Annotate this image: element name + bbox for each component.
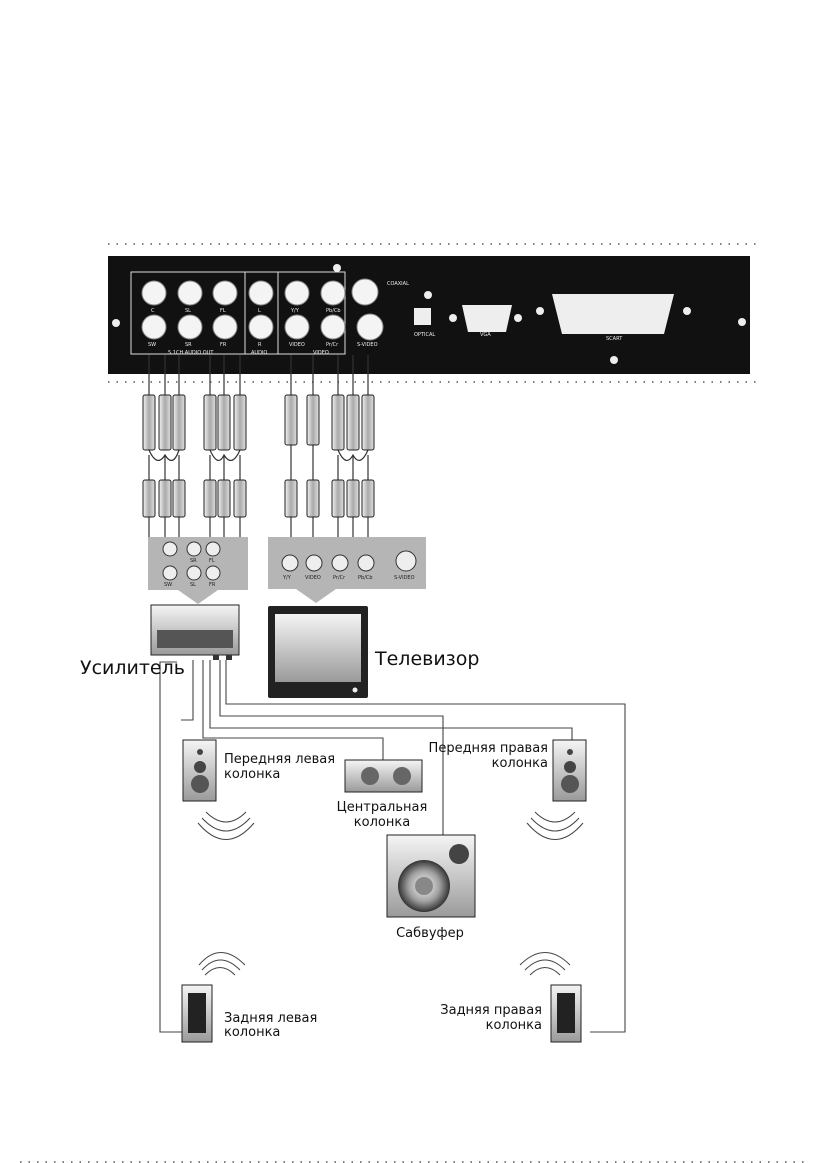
amp-in-fl: FL <box>209 558 215 564</box>
jack-label-prcr: Pr/Cr <box>326 342 338 348</box>
jack-label-svideo: S-VIDEO <box>357 342 378 348</box>
subwoofer-label: Сабвуфер <box>380 926 480 941</box>
group-label-51ch: 5.1CH AUDIO OUT <box>168 350 213 356</box>
amp-in-sl: SL <box>190 582 196 588</box>
front-right-label-1: Передняя правая <box>420 741 548 756</box>
jack-label-l: L <box>258 308 261 314</box>
amplifier-label: Усилитель <box>80 657 185 679</box>
jack-label-sw: SW <box>148 342 156 348</box>
jack-label-r: R <box>258 342 261 348</box>
front-left-label-2: колонка <box>224 767 280 782</box>
amp-in-sr: SR <box>190 558 197 564</box>
amp-in-fr: FR <box>209 582 215 588</box>
center-speaker <box>345 760 422 792</box>
tv-in-pbcb: Pb/Cb <box>358 575 373 581</box>
group-label-video: VIDEO <box>313 350 329 356</box>
jack-label-fl: FL <box>220 308 226 314</box>
center-label-2: колонка <box>322 815 442 830</box>
tv-in-prcr: Pr/Cr <box>333 575 345 581</box>
rear-left-label-2: колонка <box>224 1025 280 1040</box>
jack-label-video: VIDEO <box>289 342 305 348</box>
rca-plugs-upper <box>143 395 374 450</box>
television-device <box>268 606 368 698</box>
rear-right-label-1: Задняя правая <box>410 1003 542 1018</box>
scart-label: SCART <box>606 336 622 342</box>
amp-in-sw: SW <box>164 582 172 588</box>
front-right-label-2: колонка <box>420 756 548 771</box>
rear-right-label-2: колонка <box>410 1018 542 1033</box>
tv-input-panel <box>268 537 426 603</box>
vga-label: VGA <box>480 332 491 338</box>
jack-label-y: Y/Y <box>291 308 299 314</box>
jack-label-sl: SL <box>185 308 191 314</box>
amplifier-input-panel <box>148 537 248 604</box>
player-back-panel <box>108 256 750 374</box>
amplifier-device <box>151 605 239 660</box>
coaxial-label: COAXIAL <box>387 281 409 287</box>
jack-label-c: C <box>151 308 155 314</box>
center-label-1: Центральная <box>322 800 442 815</box>
rear-left-label-1: Задняя левая <box>224 1011 317 1026</box>
tv-in-video: VIDEO <box>305 575 321 581</box>
optical-label: OPTICAL <box>414 332 435 338</box>
jack-label-pbcb: Pb/Cb <box>326 308 341 314</box>
group-label-audio: AUDIO <box>251 350 267 356</box>
tv-label: Телевизор <box>375 648 479 670</box>
subwoofer <box>387 835 475 917</box>
jack-label-sr: SR <box>185 342 192 348</box>
tv-in-y: Y/Y <box>283 575 291 581</box>
jack-label-fr: FR <box>220 342 226 348</box>
tv-in-svideo: S-VIDEO <box>394 575 415 581</box>
rca-plugs-lower <box>143 480 374 517</box>
front-left-label-1: Передняя левая <box>224 752 335 767</box>
